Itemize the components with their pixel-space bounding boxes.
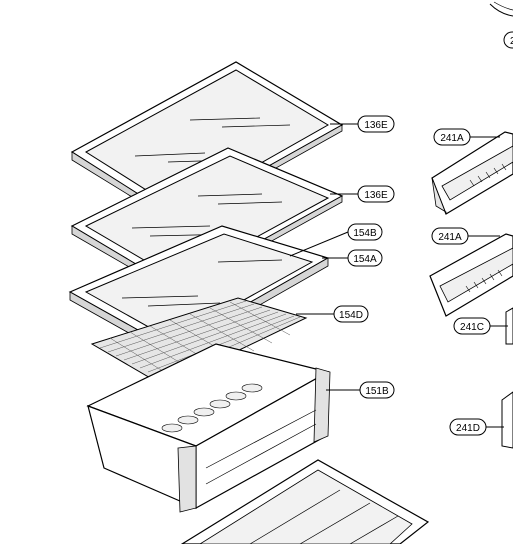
callout-154a: 154A (347, 249, 383, 267)
crisper-drawer (86, 343, 331, 513)
callout-151b: 151B (359, 381, 395, 399)
callout-partial-top: 2 (503, 31, 513, 49)
label-154b: 154B (353, 228, 377, 239)
label-154d: 154D (339, 310, 363, 321)
label-241a-lower: 241A (438, 232, 462, 243)
door-bin-lower (429, 233, 513, 317)
callout-241c: 241C (453, 317, 491, 335)
label-136e-mid: 136E (364, 190, 388, 201)
callout-154d: 154D (333, 305, 369, 323)
label-136e-top: 136E (364, 120, 388, 131)
door-bin-c-partial (505, 307, 513, 345)
callout-136e-mid: 136E (357, 185, 395, 203)
leader-lines (289, 123, 508, 428)
label-154a: 154A (353, 254, 377, 265)
callout-241a-lower: 241A (431, 227, 469, 245)
door-bin-upper (431, 131, 513, 215)
bottom-cover (180, 459, 430, 544)
label-partial-top: 2 (510, 36, 513, 47)
callout-154b: 154B (347, 223, 383, 241)
callout-241d: 241D (449, 418, 487, 436)
label-241c: 241C (460, 322, 484, 333)
label-241a-upper: 241A (440, 133, 464, 144)
top-right-part-partial (489, 1, 513, 17)
door-bin-d-partial (501, 391, 513, 449)
callout-136e-top: 136E (357, 115, 395, 133)
label-151b: 151B (365, 386, 389, 397)
label-241d: 241D (456, 423, 480, 434)
callout-241a-upper: 241A (433, 128, 471, 146)
